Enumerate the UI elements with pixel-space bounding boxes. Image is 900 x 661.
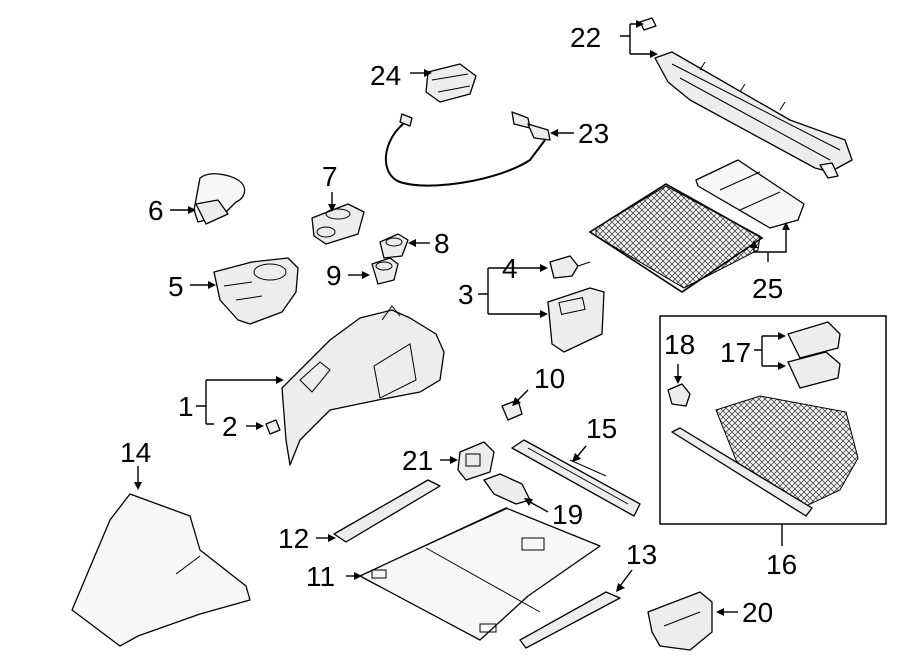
callout-13: 13 — [626, 539, 657, 570]
part-17-handles — [787, 321, 841, 389]
callout-24: 24 — [370, 60, 401, 91]
callout-16: 16 — [766, 549, 797, 580]
callout-20: 20 — [742, 597, 773, 628]
callout-3: 3 — [458, 279, 474, 310]
part-25-floor-panels — [588, 159, 805, 293]
part-10-clip — [501, 399, 523, 421]
callout-22: 22 — [570, 22, 601, 53]
part-9-cap — [371, 257, 399, 285]
part-3-bezel — [547, 287, 605, 353]
part-23-cable — [385, 111, 551, 187]
callout-19: 19 — [552, 499, 583, 530]
callout-5: 5 — [168, 271, 184, 302]
callout-12: 12 — [278, 523, 309, 554]
part-16-cargo-cover — [671, 395, 859, 517]
callout-14: 14 — [120, 437, 151, 468]
part-18-bracket — [667, 383, 691, 407]
callout-23: 23 — [578, 118, 609, 149]
callout-9: 9 — [326, 260, 342, 291]
part-20-bin — [647, 591, 713, 651]
callout-21: 21 — [402, 445, 433, 476]
part-21-bracket — [457, 441, 495, 481]
detail-box-16 — [659, 315, 887, 525]
leader-lines — [134, 20, 790, 616]
part-14-mat — [71, 493, 251, 647]
callout-10: 10 — [534, 363, 565, 394]
part-19-handle — [483, 473, 531, 505]
part-22-cargo-cover-rail — [639, 17, 853, 179]
callout-6: 6 — [148, 195, 164, 226]
callout-8: 8 — [434, 228, 450, 259]
callout-18: 18 — [664, 329, 695, 360]
part-4-lamp — [549, 255, 591, 279]
callout-25: 25 — [752, 273, 783, 304]
part-5-tray — [213, 257, 299, 325]
part-2-clip — [265, 419, 281, 435]
part-1-quarter-trim-panel — [281, 305, 445, 466]
part-6-bracket — [193, 173, 246, 225]
part-11-load-floor — [359, 507, 601, 641]
callout-11: 11 — [306, 561, 335, 592]
callout-1: 1 — [178, 391, 194, 422]
part-7-cup-holder — [311, 203, 365, 245]
callout-2: 2 — [222, 411, 238, 442]
part-12-trim-strip — [333, 479, 441, 543]
callout-7: 7 — [322, 161, 338, 192]
part-24-module — [425, 63, 477, 103]
callout-4: 4 — [502, 253, 518, 284]
callout-17: 17 — [720, 337, 751, 368]
callout-labels: 22 24 23 7 6 8 9 5 4 3 25 18 17 10 1 2 1… — [120, 22, 797, 628]
part-15-sill-plate — [511, 439, 641, 517]
part-8-cap — [379, 233, 409, 259]
part-13-side-trim — [519, 591, 621, 649]
callout-15: 15 — [586, 413, 617, 444]
